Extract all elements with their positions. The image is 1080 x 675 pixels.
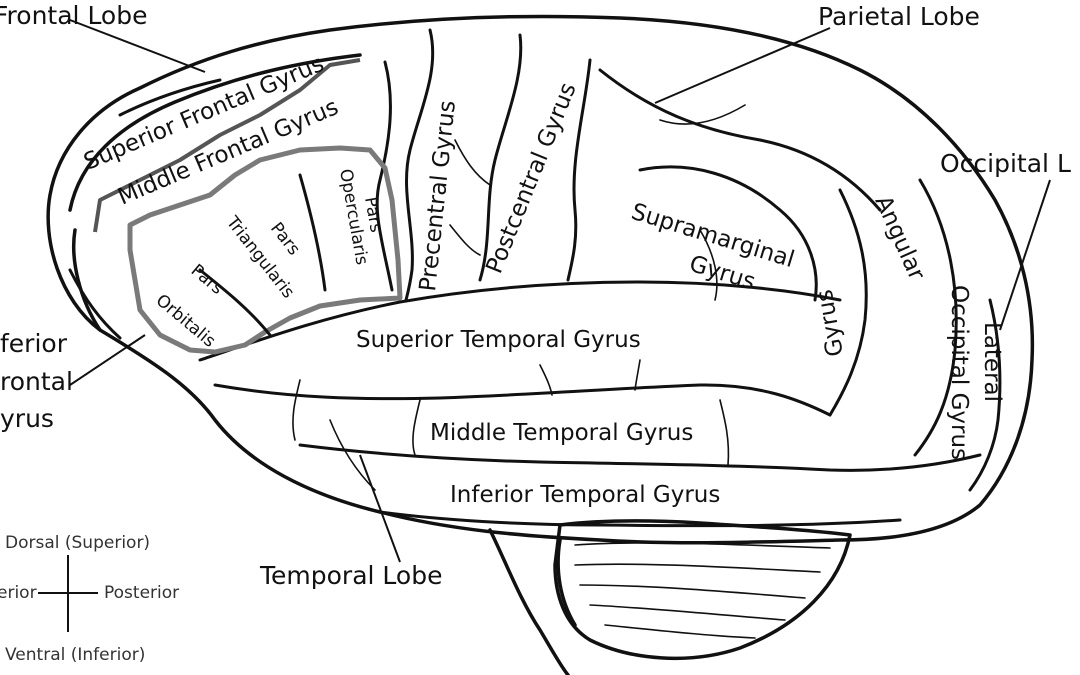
compass-posterior-label: Posterior (104, 583, 179, 603)
parietal-branch-3 (454, 139, 491, 186)
label-inferior-frontal-gyrus-2: rontal (0, 367, 73, 396)
brainstem-2 (556, 538, 577, 627)
leader-temporal-lobe (359, 454, 401, 563)
leader-frontal-lobe (69, 19, 206, 73)
angular-sulcus (828, 188, 868, 417)
temporal-lower-edge (378, 510, 902, 528)
inferior-frontal-gyrus-region (127, 145, 403, 355)
label-temporal-lobe: Temporal Lobe (259, 561, 442, 590)
cerebellum-folia-3 (579, 584, 806, 599)
parietal-branch-4 (449, 224, 481, 256)
lateral-occipital-sulcus (968, 298, 1002, 492)
label-frontal-lobe: Frontal Lobe (0, 1, 147, 30)
label-superior-temporal-gyrus: Superior Temporal Gyrus (356, 327, 641, 353)
parietal-branch-1 (659, 104, 746, 125)
temporal-branch-5 (719, 399, 730, 466)
label-lateral-occipital-gyrus-2: Occipital Gyrus (946, 285, 972, 460)
label-angular-gyrus-1: Angular (870, 192, 930, 285)
postcentral-sulcus (478, 33, 523, 282)
superior-frontal-outline (68, 53, 362, 212)
compass-ventral-label: Ventral (Inferior) (5, 645, 145, 665)
temporal-branch-3 (539, 364, 553, 396)
precentral-sulcus (375, 60, 394, 292)
label-parietal-lobe: Parietal Lobe (818, 2, 980, 31)
superior-frontal-sulcus (93, 58, 361, 233)
frontal-sulcus-4 (68, 268, 122, 340)
temporal-branch-2 (412, 399, 421, 456)
frontal-pole-outline (71, 228, 102, 332)
label-inferior-frontal-gyrus-1: ferior (0, 329, 68, 358)
label-pars-orbitalis-2: Orbitalis (152, 291, 220, 352)
parietal-branch-2 (699, 229, 718, 301)
occipital-sulcus (913, 178, 958, 457)
cerebellum (553, 519, 852, 661)
intraparietal-sulcus (598, 68, 882, 212)
leader-parietal-lobe (654, 27, 831, 104)
label-middle-temporal-gyrus: Middle Temporal Gyrus (430, 420, 693, 446)
cerebellum-folia-4 (589, 604, 786, 621)
label-angular-gyrus-2: Gyrus (812, 288, 849, 359)
label-precentral-gyrus: Precentral Gyrus (415, 99, 461, 292)
temporal-branch-6 (329, 419, 376, 491)
brain-outline (46, 14, 1035, 545)
temporal-branch-4 (634, 359, 641, 391)
orientation-compass: Dorsal (Superior) Ventral (Inferior) eri… (0, 533, 179, 665)
compass-anterior-label: erior (0, 583, 37, 603)
label-inferior-temporal-gyrus: Inferior Temporal Gyrus (450, 482, 720, 508)
leader-occipital-lobe (999, 179, 1051, 331)
frontal-sulcus-2 (198, 268, 272, 337)
postcentral-sulcus-2 (566, 58, 592, 282)
cerebellum-folia-2 (574, 563, 821, 573)
leader-inferior-frontal (69, 334, 146, 386)
label-pars-orbitalis-1: Pars (187, 261, 227, 299)
compass-dorsal-label: Dorsal (Superior) (5, 533, 150, 553)
label-lateral-occipital-gyrus-1: Lateral (979, 322, 1005, 402)
cerebellum-folia-1 (574, 542, 831, 549)
supramarginal-sulcus (638, 165, 818, 302)
frontal-sulcus-1 (298, 173, 327, 292)
label-postcentral-gyrus: Postcentral Gyrus (481, 79, 581, 277)
brainstem (488, 528, 570, 675)
label-inferior-frontal-gyrus-3: yrus (0, 404, 54, 433)
frontal-sulcus-3 (118, 78, 222, 117)
superior-temporal-sulcus (213, 383, 832, 417)
label-pars-triangularis-1: Pars (266, 219, 304, 260)
temporal-branch-1 (292, 379, 301, 441)
cerebellum-folia-5 (604, 624, 756, 639)
lateral-sulcus (198, 280, 842, 362)
inferior-temporal-sulcus (298, 443, 982, 472)
label-occipital-lobe: Occipital L (940, 149, 1071, 178)
central-sulcus (404, 28, 435, 302)
